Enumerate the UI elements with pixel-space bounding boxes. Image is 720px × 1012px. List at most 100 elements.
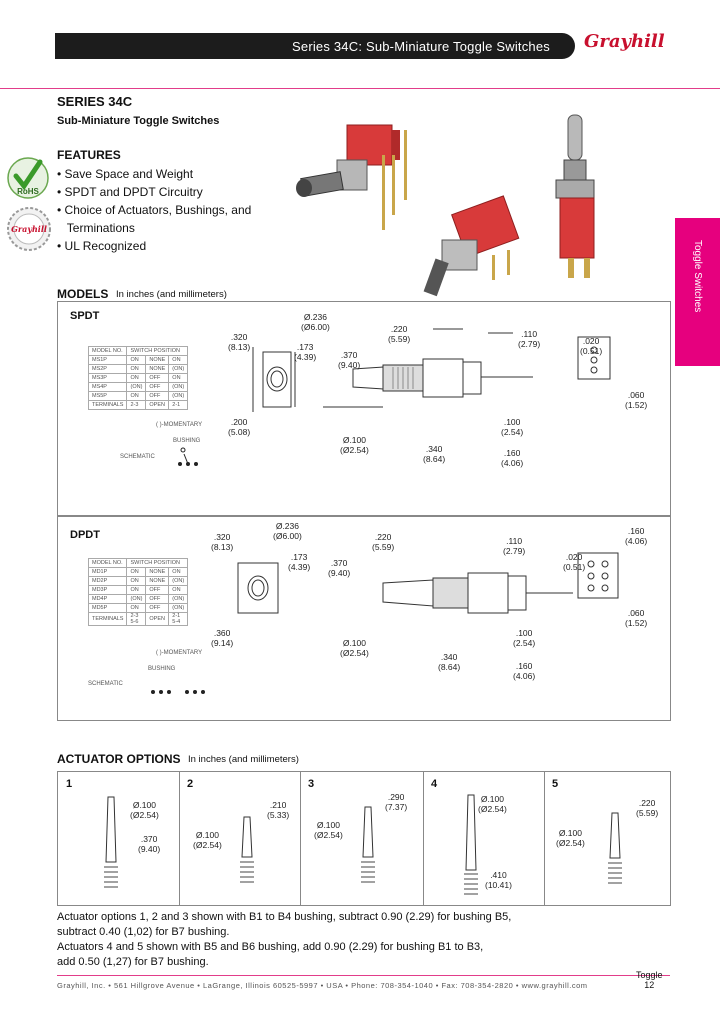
option-number: 5 <box>552 778 559 790</box>
option-number: 3 <box>308 778 315 790</box>
actuator-dim: .410 (10.41) <box>485 870 512 890</box>
dpdt-dim-width: .320 (8.13) <box>211 532 234 552</box>
dpdt-dim-body: .220 (5.59) <box>372 532 395 552</box>
spdt-momentary-note: ( )-MOMENTARY <box>156 422 203 428</box>
spdt-dim-pin-width: .020 (0.51) <box>580 336 603 356</box>
actuator-lever-drawing <box>240 816 254 883</box>
actuator-option-2: 2 .210 (5.33) Ø.100 (Ø2.54) <box>179 772 301 905</box>
spdt-dim-lever: .370 (9.40) <box>338 350 361 370</box>
models-subtitle: In inches (and millimeters) <box>116 289 227 300</box>
option-number: 1 <box>66 778 73 790</box>
spdt-dim-terminal: .110 (2.79) <box>518 329 541 349</box>
rohs-icon: RoHS <box>7 157 49 199</box>
spdt-dim-bushing-dia: Ø.236 (Ø6.00) <box>301 312 330 332</box>
feature-item: Terminations <box>57 221 135 235</box>
spdt-dimension-drawing <box>252 328 611 412</box>
actuator-option-1: 1 Ø.100 (Ø2.54) .370 (9.40) <box>58 772 180 905</box>
dpdt-dim-lever-dia: Ø.100 (Ø2.54) <box>340 638 369 658</box>
spdt-dim-pin-length: .160 (4.06) <box>501 448 524 468</box>
dpdt-dim-pin-length: .160 (4.06) <box>513 661 536 681</box>
series-subtitle: Sub-Miniature Toggle Switches <box>57 115 220 127</box>
dpdt-bushing-label: BUSHING <box>148 666 176 672</box>
page-number: Toggle 12 <box>636 970 663 990</box>
actuator-option-5: 5 .220 (5.59) Ø.100 (Ø2.54) <box>544 772 670 905</box>
actuator-lever-drawing <box>361 806 375 883</box>
features-list: • Save Space and Weight • SPDT and DPDT … <box>57 165 251 255</box>
page-num: 12 <box>644 980 655 990</box>
features-title: FEATURES <box>57 148 121 162</box>
dpdt-momentary-note: ( )-MOMENTARY <box>156 650 203 656</box>
spdt-schematic-label: SCHEMATIC <box>120 454 155 460</box>
dpdt-dim-depth: .360 (9.14) <box>211 628 234 648</box>
actuator-option-3: 3 .290 (7.37) Ø.100 (Ø2.54) <box>300 772 424 905</box>
spdt-dim-offset: .173 (4.39) <box>294 342 317 362</box>
actuator-note: Actuators 4 and 5 shown with B5 and B6 b… <box>57 941 484 953</box>
spdt-dim-overall: .340 (8.64) <box>423 444 446 464</box>
dpdt-label: DPDT <box>70 529 100 541</box>
svg-text:Grayhill: Grayhill <box>11 224 47 234</box>
actuator-dim: Ø.100 (Ø2.54) <box>130 800 159 820</box>
footer-divider <box>57 975 670 976</box>
dpdt-dim-pitch: .100 (2.54) <box>513 628 536 648</box>
table-row: MS4P(ON)OFF(ON) <box>87 382 189 392</box>
side-tab: Toggle Switches <box>675 218 720 366</box>
actuator-dim: .220 (5.59) <box>636 798 659 818</box>
header-divider <box>0 88 720 89</box>
table-row: MODEL NO.SWITCH POSITION <box>87 558 189 568</box>
actuator-dim: Ø.100 (Ø2.54) <box>478 794 507 814</box>
dpdt-dim-overall: .340 (8.64) <box>438 652 461 672</box>
feature-item: • UL Recognized <box>57 239 147 253</box>
rohs-label: RoHS <box>17 187 39 196</box>
spdt-label: SPDT <box>70 310 100 322</box>
actuator-lever-drawing <box>608 812 622 884</box>
models-title: MODELS <box>57 287 109 301</box>
dpdt-dim-lever: .370 (9.40) <box>328 558 351 578</box>
feature-item: • SPDT and DPDT Circuitry <box>57 185 203 199</box>
dpdt-dim-terminal: .110 (2.79) <box>503 536 526 556</box>
dpdt-dim-pin-thick: .060 (1.52) <box>625 608 648 628</box>
dpdt-schematic-icon <box>151 690 205 694</box>
actuator-dim: Ø.100 (Ø2.54) <box>556 828 585 848</box>
spdt-dim-depth: .200 (5.08) <box>228 417 251 437</box>
actuator-lever-drawing <box>104 796 118 888</box>
dpdt-dim-offset: .173 (4.39) <box>288 552 311 572</box>
dpdt-dim-pin-spacing: .160 (4.06) <box>625 526 648 546</box>
actuator-dim: Ø.100 (Ø2.54) <box>314 820 343 840</box>
table-row: MODEL NO.SWITCH POSITION <box>87 346 189 356</box>
dpdt-dim-pin-width: .020 (0.51) <box>563 552 586 572</box>
option-number: 2 <box>187 778 194 790</box>
actuator-dim: .290 (7.37) <box>385 792 408 812</box>
actuator-option-4: 4 Ø.100 (Ø2.54) .410 (10.41) <box>423 772 545 905</box>
page-section: Toggle <box>636 970 663 980</box>
actuator-subtitle: In inches (and millimeters) <box>188 754 299 765</box>
grayhill-logo: Grayhill <box>584 31 665 52</box>
dpdt-schematic-label: SCHEMATIC <box>88 681 123 687</box>
grayhill-seal-icon: Grayhill <box>7 207 51 251</box>
series-title: SERIES 34C <box>57 94 133 109</box>
spdt-dim-body: .220 (5.59) <box>388 324 411 344</box>
dpdt-dimension-drawing <box>237 552 619 614</box>
actuator-title: ACTUATOR OPTIONS <box>57 752 181 766</box>
actuator-note: Actuator options 1, 2 and 3 shown with B… <box>57 911 512 923</box>
side-tab-label: Toggle Switches <box>692 240 703 313</box>
feature-item: • Save Space and Weight <box>57 167 194 181</box>
switch-image-vertical <box>555 114 595 278</box>
actuator-dim: .370 (9.40) <box>138 834 161 854</box>
page-title: Series 34C: Sub-Miniature Toggle Switche… <box>292 39 550 54</box>
switch-image-straight-pc <box>423 195 520 297</box>
spdt-dim-width: .320 (8.13) <box>228 332 251 352</box>
